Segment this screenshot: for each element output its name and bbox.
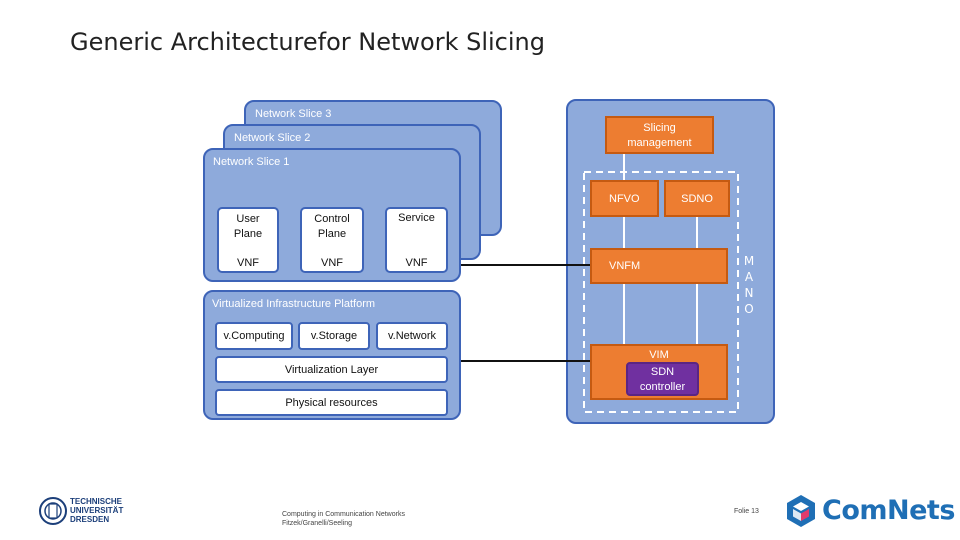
mano-letter-o: O (744, 302, 754, 316)
control-plane-vnf-label: VNF (321, 257, 343, 269)
vim-label: VIM (649, 349, 669, 361)
control-plane-function: Control Plane VNF (300, 207, 364, 273)
nfvo-label: NFVO (609, 193, 640, 205)
vnfm-box: VNFM (590, 248, 728, 284)
sdno-label: SDNO (681, 193, 713, 205)
user-plane-label: User Plane (233, 213, 263, 240)
mano-letter-n: N (744, 286, 754, 300)
mano-letter-a: A (744, 270, 754, 284)
user-plane-vnf-label: VNF (237, 257, 259, 269)
virtualization-layer-box: Virtualization Layer (215, 356, 448, 383)
nfvo-box: NFVO (590, 180, 659, 217)
comnets-brand-text: ComNets (822, 495, 955, 526)
service-label: Service (398, 212, 435, 224)
mano-vertical-label: M A N O (738, 253, 760, 317)
footer-course: Computing in Communication Networks (282, 511, 405, 518)
network-slice-2-label: Network Slice 2 (234, 132, 311, 144)
slicing-management-box: Slicing management (605, 116, 714, 154)
comnets-logo: ComNets (786, 494, 955, 530)
sdno-box: SDNO (664, 180, 730, 217)
mano-letter-m: M (743, 254, 755, 268)
control-plane-label: Control Plane (314, 213, 350, 240)
comnets-cube-icon (787, 495, 815, 527)
vnfm-label: VNFM (609, 260, 641, 272)
university-seal-icon (39, 497, 67, 525)
service-function: Service VNF (385, 207, 448, 273)
footer-authors: Fitzek/Granelli/Seeling (282, 520, 353, 527)
infrastructure-label: Virtualized Infrastructure Platform (212, 298, 376, 310)
sdn-controller-box: SDN controller (626, 362, 699, 396)
network-slice-1-label: Network Slice 1 (213, 156, 290, 168)
user-plane-function: User Plane VNF (217, 207, 279, 273)
network-slice-3-label: Network Slice 3 (255, 108, 332, 120)
service-vnf-label: VNF (405, 257, 428, 269)
v-computing-box: v.Computing (215, 322, 293, 350)
physical-resources-box: Physical resources (215, 389, 448, 416)
slide-number: Folie 13 (734, 508, 759, 515)
v-network-box: v.Network (376, 322, 448, 350)
v-storage-box: v.Storage (298, 322, 370, 350)
page-title: Generic Architecturefor Network Slicing (70, 28, 545, 56)
